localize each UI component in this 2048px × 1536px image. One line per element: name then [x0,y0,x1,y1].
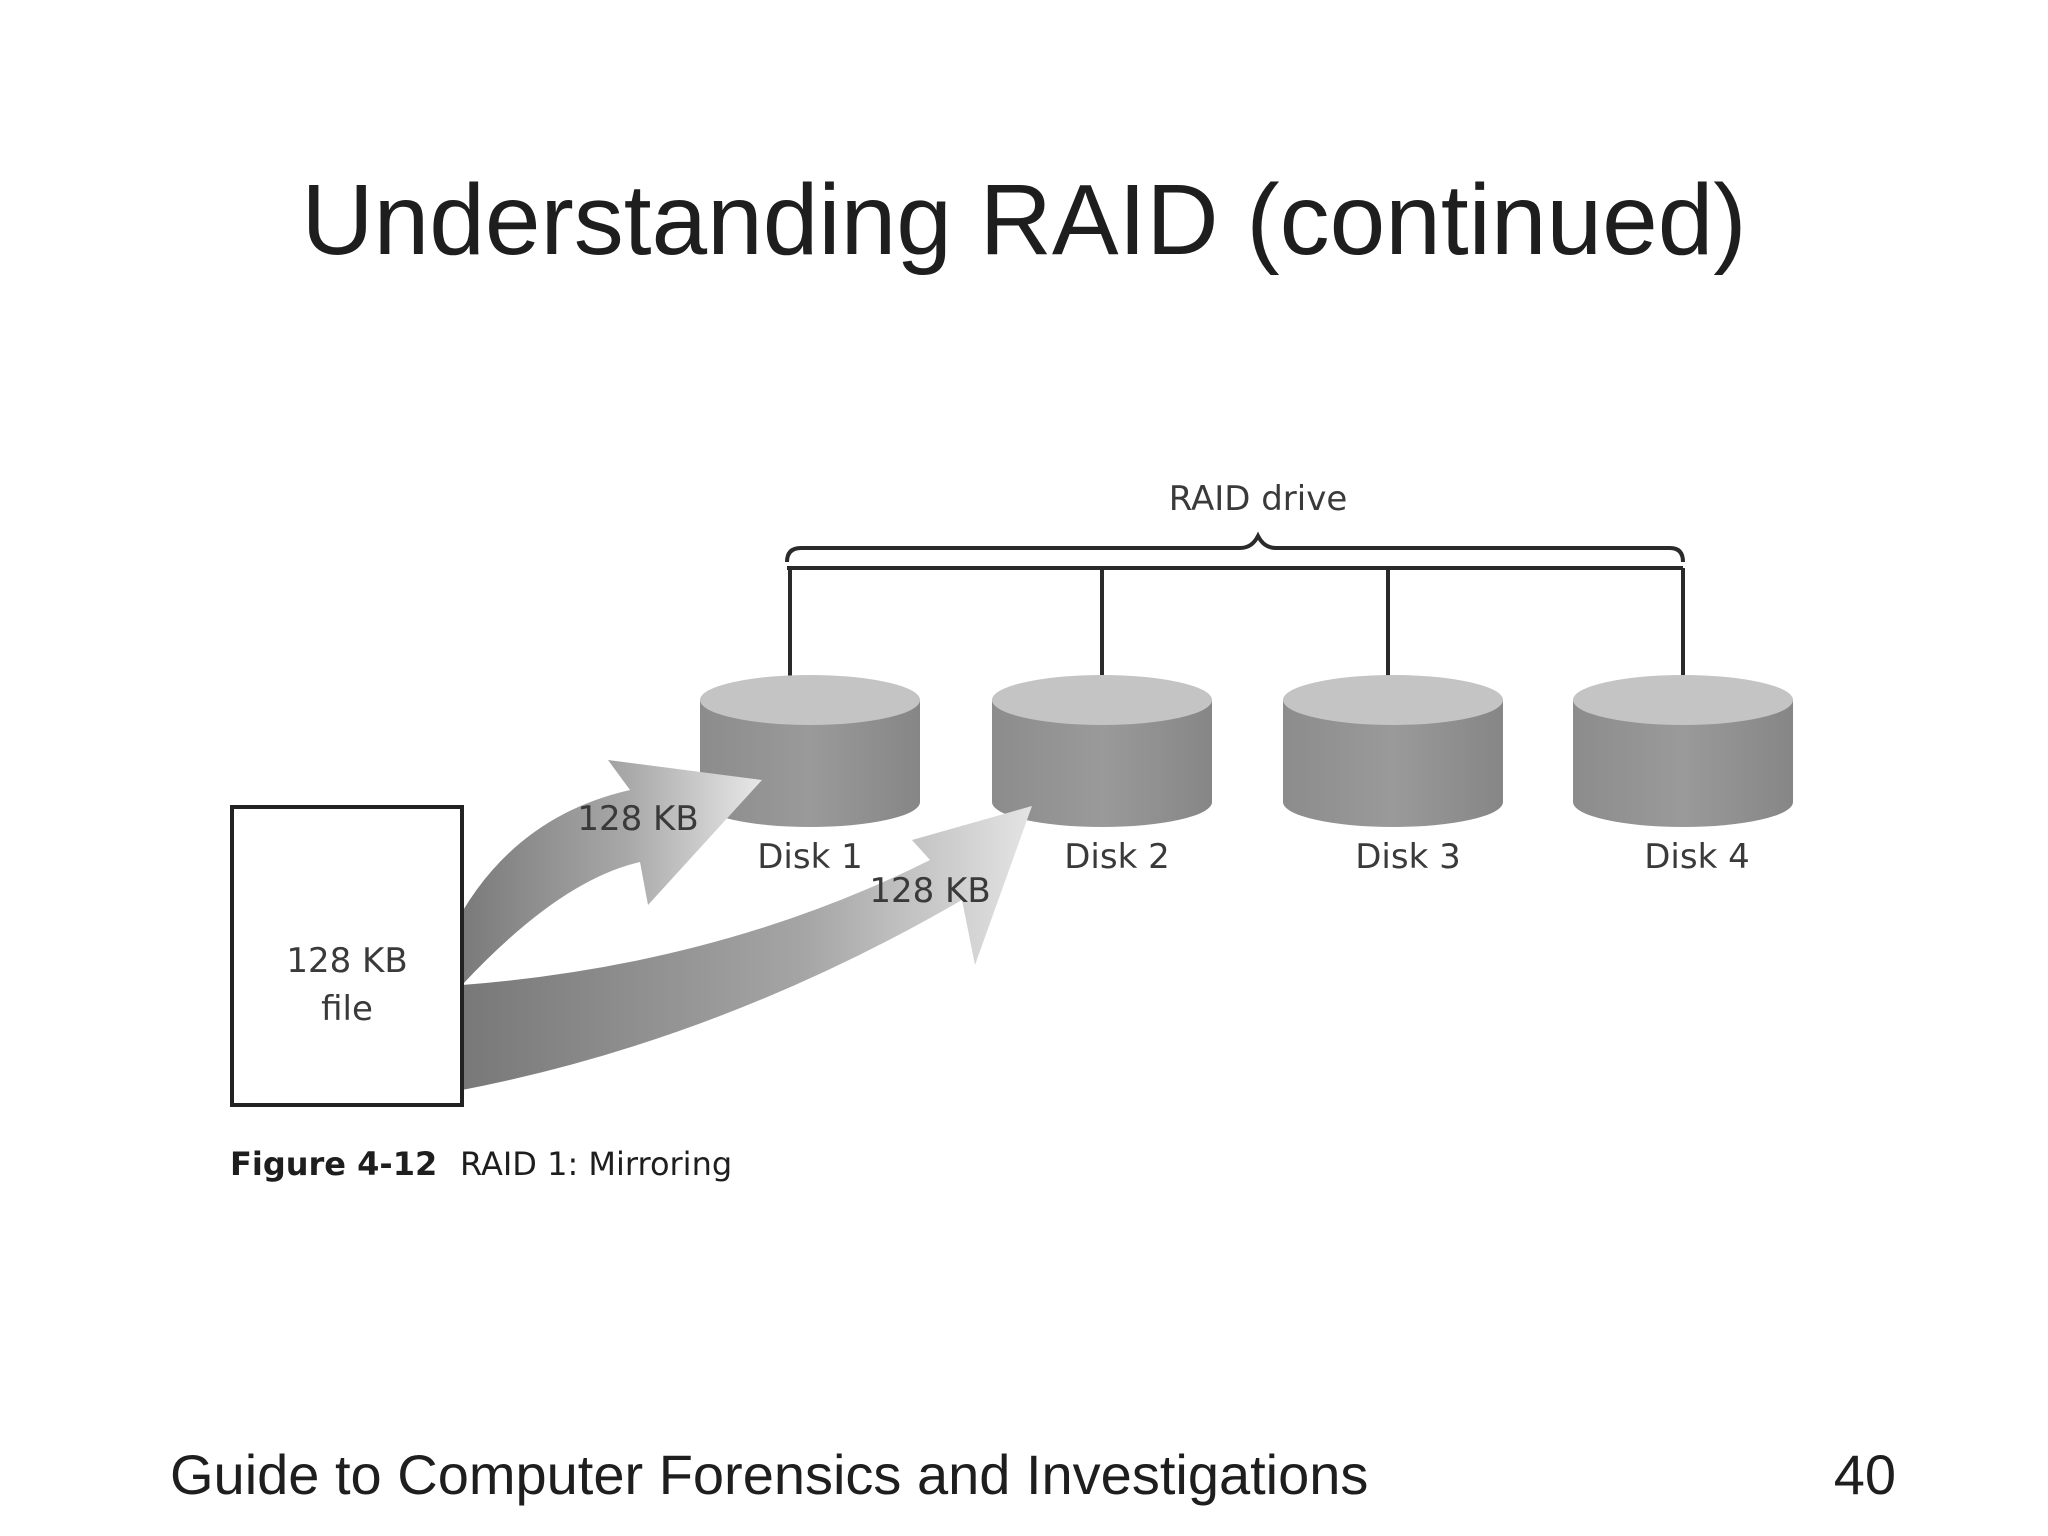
arrow-to-disk-2 [462,806,1032,1090]
footer-course-title: Guide to Computer Forensics and Investig… [170,1443,1369,1506]
disk-3-label: Disk 3 [1355,837,1460,877]
disk-2-label: Disk 2 [1064,837,1169,877]
arrow-1-label: 128 KB [577,799,698,839]
disk-4-label: Disk 4 [1644,837,1749,877]
arrow-to-disk-1 [462,760,762,985]
slide-title: Understanding RAID (continued) [301,164,1747,276]
raid-drive-bracket [785,531,1685,563]
figure-caption-number: Figure 4-12 [230,1145,437,1183]
disk-3-cylinder [1283,675,1503,827]
raid-drive-label: RAID drive [1169,479,1348,519]
arrow-2-label: 128 KB [869,871,990,911]
page-number: 40 [1833,1443,1896,1506]
source-file-size: 128 KB [286,941,407,981]
disk-1-label: Disk 1 [757,837,862,877]
disk-4-cylinder [1573,675,1793,827]
disk-2-cylinder [992,675,1212,827]
disk-1-cylinder [700,675,920,827]
source-file-word: file [321,989,373,1029]
source-file-box [230,805,464,1107]
figure-caption-text: RAID 1: Mirroring [460,1145,732,1183]
